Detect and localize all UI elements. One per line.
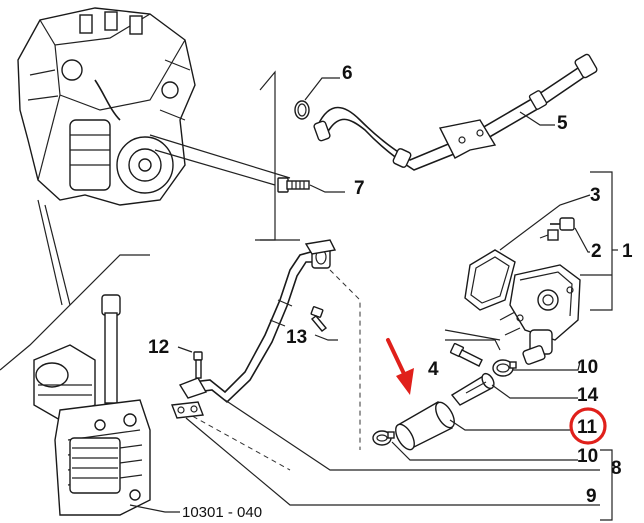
leader-part-9	[185, 417, 600, 506]
callout-6: 6	[342, 63, 353, 84]
callout-9: 9	[586, 486, 597, 507]
callout-7: 7	[354, 178, 365, 199]
callout-8: 8	[611, 458, 622, 479]
thermostat-housing	[499, 264, 581, 365]
callout-13: 13	[286, 327, 307, 348]
clamp-part-10-upper	[492, 359, 517, 377]
engine-leader-lower	[154, 149, 276, 186]
upper-pipe-part-5	[313, 53, 598, 171]
reference-code: 10301 - 040	[182, 504, 262, 521]
callout-4: 4	[428, 359, 439, 380]
callout-12: 12	[148, 337, 169, 358]
engine-assembly	[17, 7, 196, 206]
group-bracket-upper	[259, 70, 276, 241]
hose-part-11	[395, 401, 455, 451]
leader-part-8	[224, 399, 600, 471]
callout-10-lower: 10	[577, 446, 598, 467]
sensor-part-2	[539, 217, 575, 241]
o-ring-part-6	[294, 100, 310, 120]
callout-3: 3	[590, 185, 601, 206]
clamp-part-10-lower	[372, 430, 395, 446]
lower-pipe-part-8	[178, 239, 337, 404]
bolt-part-7	[277, 177, 310, 193]
callout-10-upper: 10	[577, 357, 598, 378]
engine-to-filter-leader	[44, 204, 71, 306]
group-bracket-part-1	[590, 171, 613, 311]
gasket-part-3	[464, 249, 516, 311]
highlight-arrow	[386, 338, 414, 395]
engine-leader-upper	[149, 134, 291, 179]
callout-5: 5	[557, 113, 568, 134]
filter-group-bracket	[0, 254, 150, 371]
gasket-part-9	[171, 401, 204, 419]
funnel-adapter-part-14	[450, 372, 495, 406]
bolt-part-12	[193, 351, 203, 379]
dashed-guide-right	[329, 269, 361, 450]
callout-2: 2	[591, 241, 602, 262]
callout-11: 11	[577, 417, 598, 438]
bolt-part-13	[310, 306, 328, 332]
bolt-part-4	[449, 342, 483, 367]
leader-reference	[129, 504, 180, 513]
highlight-circle	[569, 407, 607, 445]
callout-14: 14	[577, 385, 599, 406]
callout-1: 1	[622, 241, 633, 262]
oil-filter-housing	[33, 294, 151, 516]
